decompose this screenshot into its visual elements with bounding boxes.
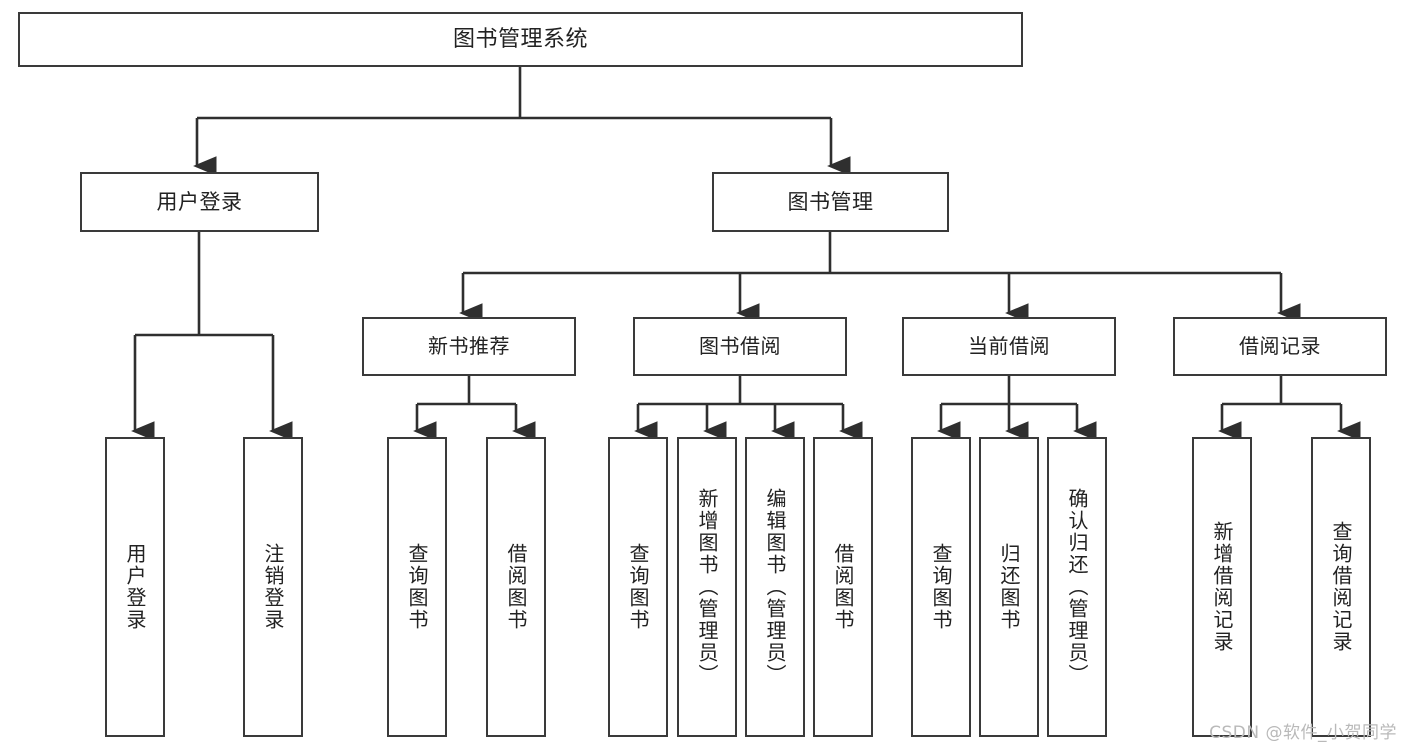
node-leaf-return-book-label: 归还图书 (997, 543, 1021, 631)
node-leaf-logout-login-label: 注销登录 (261, 543, 285, 631)
node-leaf-query-book-2-label: 查询图书 (626, 543, 650, 631)
node-borrow-record[interactable]: 借阅记录 (1173, 317, 1387, 376)
node-leaf-edit-book[interactable]: 编辑图书（管理员） (745, 437, 805, 737)
node-book-borrow[interactable]: 图书借阅 (633, 317, 847, 376)
node-leaf-confirm-return-label: 确认归还（管理员） (1065, 488, 1089, 686)
node-leaf-user-login[interactable]: 用户登录 (105, 437, 165, 737)
node-leaf-add-record[interactable]: 新增借阅记录 (1192, 437, 1252, 737)
node-leaf-user-login-label: 用户登录 (123, 543, 147, 631)
node-leaf-borrow-book-1[interactable]: 借阅图书 (486, 437, 546, 737)
node-leaf-add-book[interactable]: 新增图书（管理员） (677, 437, 737, 737)
node-leaf-logout-login[interactable]: 注销登录 (243, 437, 303, 737)
node-leaf-query-book-3[interactable]: 查询图书 (911, 437, 971, 737)
node-user-login-label: 用户登录 (156, 189, 243, 214)
node-leaf-edit-book-label: 编辑图书（管理员） (763, 488, 787, 686)
node-leaf-borrow-book-2-label: 借阅图书 (831, 543, 855, 631)
node-leaf-query-record[interactable]: 查询借阅记录 (1311, 437, 1371, 737)
node-leaf-confirm-return[interactable]: 确认归还（管理员） (1047, 437, 1107, 737)
node-leaf-query-book-1-label: 查询图书 (405, 543, 429, 631)
node-leaf-query-book-3-label: 查询图书 (929, 543, 953, 631)
node-book-management-label: 图书管理 (787, 189, 874, 214)
node-leaf-add-record-label: 新增借阅记录 (1210, 521, 1234, 653)
node-current-borrow-label: 当前借阅 (968, 334, 1050, 358)
node-borrow-record-label: 借阅记录 (1239, 334, 1321, 358)
node-leaf-borrow-book-1-label: 借阅图书 (504, 543, 528, 631)
node-leaf-return-book[interactable]: 归还图书 (979, 437, 1039, 737)
node-user-login[interactable]: 用户登录 (80, 172, 319, 232)
node-leaf-query-book-2[interactable]: 查询图书 (608, 437, 668, 737)
node-new-book-recommend[interactable]: 新书推荐 (362, 317, 576, 376)
node-book-borrow-label: 图书借阅 (699, 334, 781, 358)
node-leaf-borrow-book-2[interactable]: 借阅图书 (813, 437, 873, 737)
node-leaf-query-record-label: 查询借阅记录 (1329, 521, 1353, 653)
node-new-book-recommend-label: 新书推荐 (428, 334, 510, 358)
node-current-borrow[interactable]: 当前借阅 (902, 317, 1116, 376)
node-root-system[interactable]: 图书管理系统 (18, 12, 1023, 67)
node-book-management[interactable]: 图书管理 (712, 172, 949, 232)
node-root-system-label: 图书管理系统 (452, 26, 588, 52)
node-leaf-add-book-label: 新增图书（管理员） (695, 488, 719, 686)
node-leaf-query-book-1[interactable]: 查询图书 (387, 437, 447, 737)
